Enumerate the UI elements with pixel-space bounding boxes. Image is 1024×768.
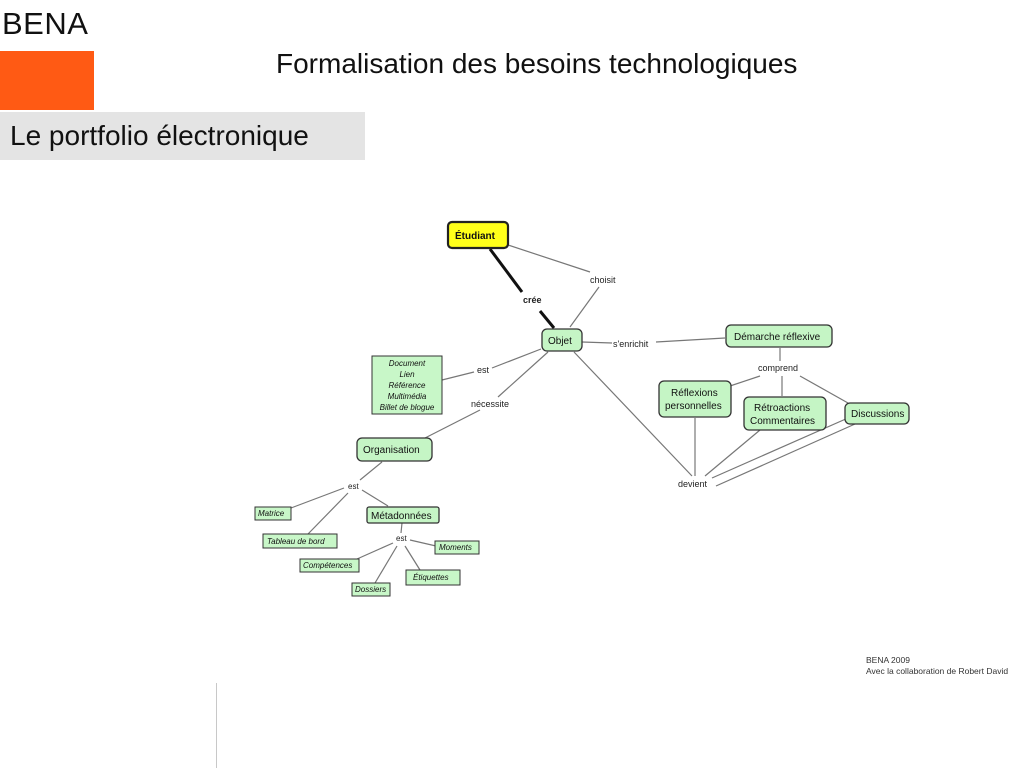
link-est-dossiers xyxy=(374,545,398,584)
object-type-item: Document xyxy=(389,359,426,368)
link-label-choisit: choisit xyxy=(590,275,616,285)
leaf-moments-label: Moments xyxy=(439,543,472,552)
link-objet-senrichit xyxy=(581,341,613,344)
leaf-competences: Compétences xyxy=(299,558,360,573)
node-reflexions: Réflexions personnelles xyxy=(658,380,732,418)
leaf-tableau-label: Tableau de bord xyxy=(267,537,325,546)
node-objet: Objet xyxy=(541,328,583,352)
link-label-comprend: comprend xyxy=(758,363,798,373)
node-discussions-label: Discussions xyxy=(851,409,904,420)
leaf-moments: Moments xyxy=(434,540,480,555)
link-choisit-objet xyxy=(569,286,600,328)
link-comprend-reflexions xyxy=(729,375,761,387)
link-est-metadonnees xyxy=(361,489,389,507)
link-objet-est xyxy=(491,348,542,369)
leaf-matrice: Matrice xyxy=(254,506,292,521)
credit-note: BENA 2009 Avec la collaboration de Rober… xyxy=(866,655,1008,677)
node-demarche-reflexive: Démarche réflexive xyxy=(725,324,833,348)
link-est-etiquettes xyxy=(404,545,421,571)
link-label-devient: devient xyxy=(678,479,708,489)
node-retroactions: Rétroactions Commentaires xyxy=(743,396,827,431)
leaf-competences-label: Compétences xyxy=(303,561,352,570)
brand-logo-text: BENA xyxy=(2,6,89,41)
link-objet-necessite xyxy=(497,351,549,398)
node-etudiant: Étudiant xyxy=(446,220,510,250)
link-est-matrice xyxy=(290,487,345,509)
object-type-item: Billet de blogue xyxy=(380,403,435,412)
node-organisation: Organisation xyxy=(356,437,433,462)
brand-color-block xyxy=(0,51,94,110)
link-est-moments xyxy=(409,539,437,547)
link-discussions-devient-b xyxy=(715,423,856,487)
leaf-dossiers-label: Dossiers xyxy=(355,585,386,594)
leaf-etiquettes: Étiquettes xyxy=(405,569,461,586)
node-demarche-label: Démarche réflexive xyxy=(734,332,821,343)
node-organisation-label: Organisation xyxy=(363,445,420,456)
section-label: Le portfolio électronique xyxy=(10,120,309,151)
link-label-est-metadonnees: est xyxy=(396,534,407,543)
object-type-item: Multimédia xyxy=(388,392,427,401)
link-cree-objet xyxy=(538,310,556,329)
node-retroactions-label-1: Rétroactions xyxy=(754,403,810,414)
link-est-tableau xyxy=(307,492,349,535)
connector-lines xyxy=(290,244,856,584)
link-objet-devient xyxy=(573,351,693,477)
slide-title: Formalisation des besoins technologiques xyxy=(276,48,798,79)
credit-line: BENA 2009 xyxy=(866,655,910,665)
link-label-senrichit: s'enrichit xyxy=(613,339,649,349)
link-senrichit-demarche xyxy=(655,337,726,343)
leaf-etiquettes-label: Étiquettes xyxy=(413,573,449,582)
link-metadonnees-est xyxy=(400,522,403,534)
link-retroactions-devient xyxy=(704,429,761,477)
leaf-dossiers: Dossiers xyxy=(351,582,391,597)
leaf-tableau-de-bord: Tableau de bord xyxy=(262,533,338,549)
node-objet-label: Objet xyxy=(548,336,572,347)
node-reflexions-label-2: personnelles xyxy=(665,401,722,412)
node-retroactions-label-2: Commentaires xyxy=(750,416,815,427)
node-object-types: Document Lien Référence Multimédia Bille… xyxy=(371,355,443,415)
link-organisation-est xyxy=(359,461,383,481)
link-comprend-discussions xyxy=(799,375,849,404)
node-metadonnees-label: Métadonnées xyxy=(371,511,432,522)
section-header: Le portfolio électronique xyxy=(0,112,365,160)
credit-line: Avec la collaboration de Robert David xyxy=(866,666,1009,676)
object-type-item: Lien xyxy=(399,370,415,379)
link-necessite-organisation xyxy=(424,409,481,439)
node-reflexions-label-1: Réflexions xyxy=(671,388,718,399)
node-discussions: Discussions xyxy=(844,402,910,425)
link-label-necessite: nécessite xyxy=(471,399,509,409)
node-etudiant-label: Étudiant xyxy=(455,229,496,242)
link-etudiant-cree xyxy=(488,248,524,293)
node-metadonnees: Métadonnées xyxy=(366,506,440,524)
link-label-est-objet: est xyxy=(477,365,490,375)
link-est-objettypes xyxy=(441,371,475,381)
leaf-matrice-label: Matrice xyxy=(258,509,285,518)
link-label-cree: crée xyxy=(523,295,542,305)
link-etudiant-choisit xyxy=(507,244,591,273)
link-est-competences xyxy=(356,542,394,560)
vertical-divider xyxy=(216,683,217,768)
link-label-est-organisation: est xyxy=(348,482,359,491)
object-type-item: Référence xyxy=(389,381,426,390)
